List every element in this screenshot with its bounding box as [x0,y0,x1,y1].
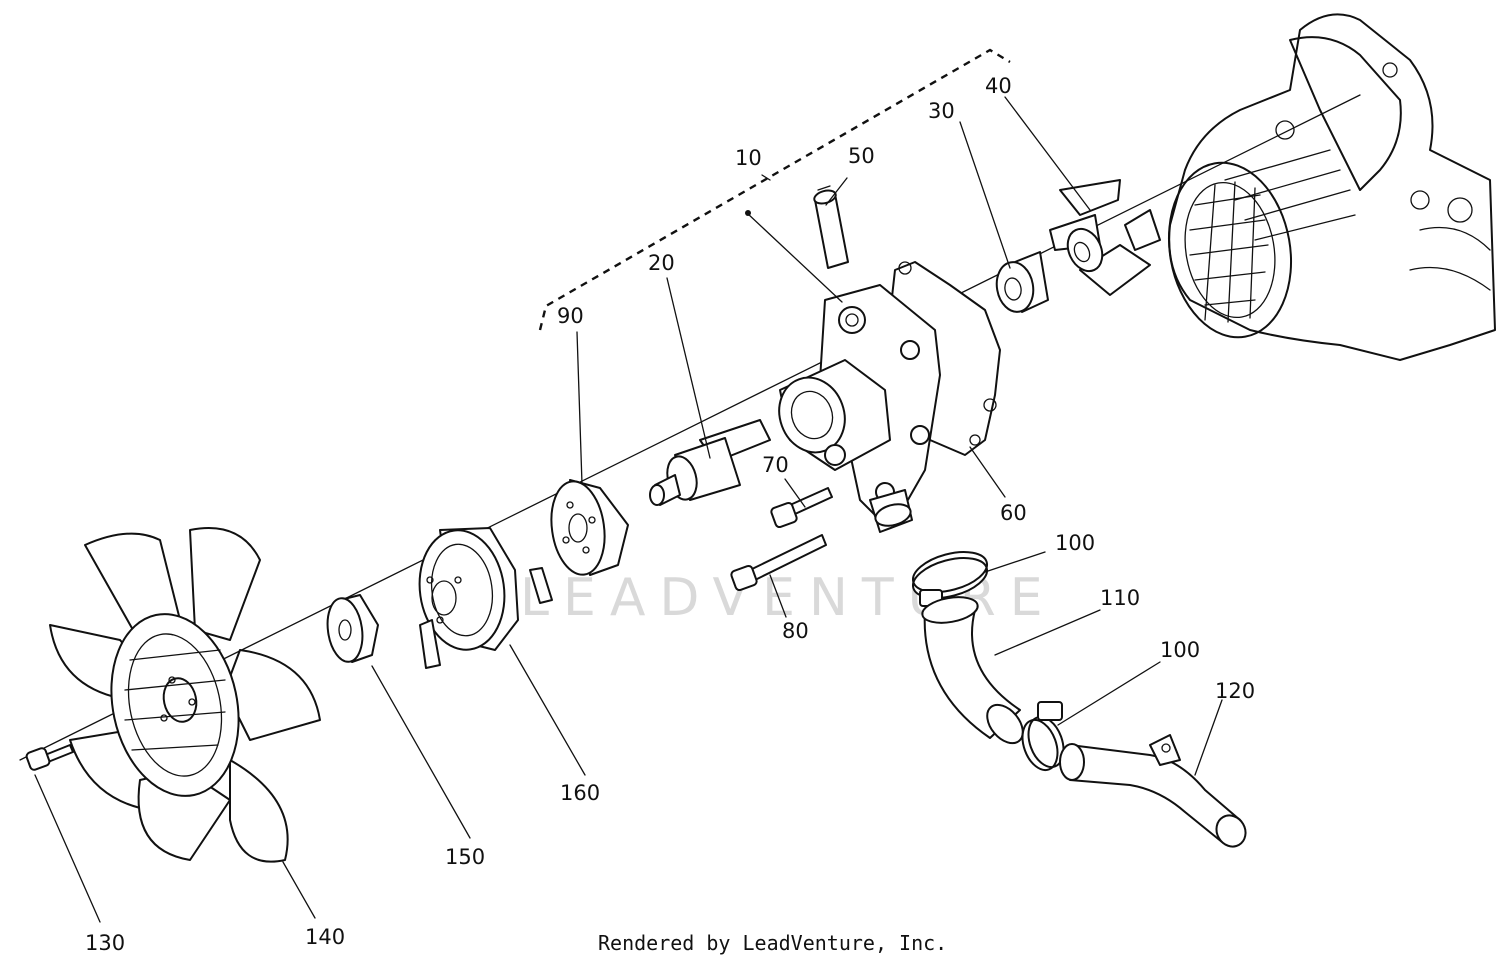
callout-40: 40 [985,74,1012,98]
cooling-fan [49,527,321,863]
callout-20: 20 [648,251,675,275]
callout-60: 60 [1000,501,1027,525]
assembly-axis-line [19,94,1361,761]
pipe-fitting [813,185,849,269]
callout-70: 70 [762,453,789,477]
callout-10: 10 [735,146,762,170]
fan-bolt [25,744,74,771]
callout-160: 160 [560,781,600,805]
callout-140: 140 [305,925,345,949]
credit-text: Rendered by LeadVenture, Inc. [598,931,947,955]
leader-lines [34,96,1223,923]
impeller [1049,179,1161,296]
engine-block [1167,13,1496,361]
water-pump-body [778,261,1001,533]
callout-120: 120 [1215,679,1255,703]
callout-100-upper: 100 [1055,531,1095,555]
hose-clamp-lower [1021,701,1065,772]
hub-flange [550,479,629,576]
callout-80: 80 [782,619,809,643]
mechanical-seal [995,251,1049,313]
callout-130: 130 [85,931,125,955]
callout-110: 110 [1100,586,1140,610]
water-pipe [1059,734,1247,848]
callout-30: 30 [928,99,955,123]
callout-90: 90 [557,304,584,328]
callout-100-lower: 100 [1160,638,1200,662]
bolt-short [770,487,833,529]
fan-spacer [326,594,379,663]
callout-150: 150 [445,845,485,869]
callout-50: 50 [848,144,875,168]
fan-pulley [418,527,553,669]
assembly-bracket-10 [538,48,1011,331]
water-hose [921,596,1024,745]
shaft-bearing [649,419,771,506]
bolt-long [730,534,827,592]
